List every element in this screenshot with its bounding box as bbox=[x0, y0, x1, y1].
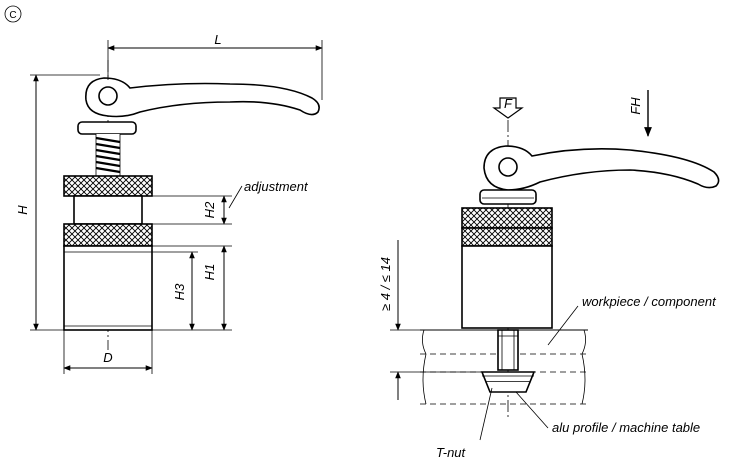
right-cam-lever bbox=[483, 145, 720, 191]
right-upper-knurled-nut bbox=[461, 207, 553, 229]
dim-H3: H3 bbox=[152, 251, 198, 331]
dim-L-label: L bbox=[214, 32, 221, 47]
left-washer bbox=[77, 121, 137, 135]
dim-H2-label: H2 bbox=[202, 201, 217, 218]
alu-profile-callout: alu profile / machine table bbox=[515, 391, 700, 435]
left-lower-knurled-nut bbox=[63, 223, 153, 247]
tnut-label: T-nut bbox=[436, 445, 467, 460]
tnut-callout: T-nut bbox=[436, 387, 493, 460]
adjustment-label: adjustment bbox=[244, 179, 309, 194]
adjustment-callout: adjustment bbox=[228, 179, 309, 209]
dim-H1-label: H1 bbox=[202, 264, 217, 281]
dim-D-label: D bbox=[103, 350, 112, 365]
hand-force-FH-arrow: FH bbox=[628, 90, 652, 137]
copyright-mark: C bbox=[4, 5, 22, 23]
left-upper-knurled-nut bbox=[63, 175, 153, 197]
left-body bbox=[63, 245, 153, 331]
dim-clamp-range: ≥ 4 / ≤ 14 bbox=[378, 240, 482, 400]
dim-H: H bbox=[15, 74, 100, 331]
left-view: L H H2 adjustment H1 bbox=[15, 32, 323, 374]
workpiece-label: workpiece / component bbox=[582, 294, 717, 309]
right-body bbox=[461, 245, 553, 329]
right-lower-knurled-nut bbox=[461, 227, 553, 247]
force-F-label: F bbox=[504, 96, 513, 111]
force-F-arrow: F bbox=[492, 96, 524, 119]
right-view: F FH bbox=[378, 90, 720, 460]
dim-L: L bbox=[107, 32, 323, 100]
threaded-stud bbox=[497, 329, 519, 371]
left-spring bbox=[95, 134, 121, 176]
dim-H3-label: H3 bbox=[172, 283, 187, 300]
dim-D: D bbox=[63, 330, 153, 374]
left-neck bbox=[73, 195, 143, 225]
left-cam-lever bbox=[85, 77, 320, 118]
dim-H-label: H bbox=[15, 205, 30, 215]
alu-profile-label: alu profile / machine table bbox=[552, 420, 700, 435]
workpiece-callout: workpiece / component bbox=[547, 294, 717, 346]
dim-H2: H2 bbox=[152, 195, 232, 225]
clamp-range-label: ≥ 4 / ≤ 14 bbox=[378, 257, 393, 311]
right-washer bbox=[479, 189, 537, 205]
t-nut bbox=[480, 371, 536, 393]
hand-force-FH-label: FH bbox=[628, 97, 643, 115]
copyright-letter: C bbox=[9, 10, 16, 21]
